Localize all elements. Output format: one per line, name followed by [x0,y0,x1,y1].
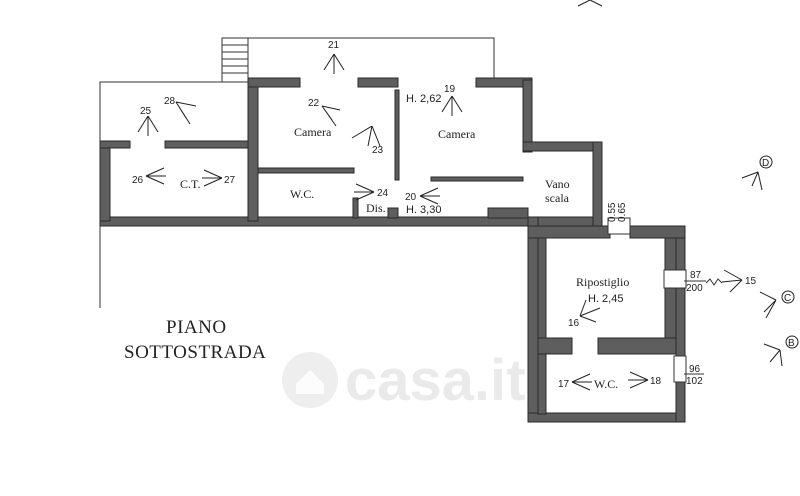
window-dim-wc-bottom: 102 [686,376,703,387]
svg-text:D: D [762,158,769,169]
svg-text:15: 15 [745,276,757,287]
window-dim-stair-b: 0.65 [617,202,628,222]
camera-marker-17: 17 [558,373,592,391]
camera-markers: 21 22 19 23 25 28 26 [132,40,757,391]
room-label-dis: Dis. [366,201,386,215]
camera-marker-24: 24 [354,183,389,201]
svg-text:27: 27 [224,175,236,186]
svg-text:20: 20 [405,192,417,203]
svg-text:16: 16 [568,318,580,329]
terrace-outline [99,37,495,308]
room-label-wc-upper: W.C. [290,187,314,201]
exterior-marker-b: B [763,335,799,367]
window-pointer [705,278,723,286]
svg-text:C: C [784,293,791,304]
window-dim-rip-top: 87 [690,270,702,281]
svg-text:23: 23 [372,145,384,156]
svg-text:B: B [788,338,795,349]
camera-marker-26: 26 [132,167,166,186]
room-label-ct: C.T. [180,177,200,191]
camera-marker-20: 20 [405,187,440,205]
camera-marker-16: 16 [568,299,601,329]
camera-marker-21: 21 [323,40,345,74]
camera-marker-22: 22 [308,98,341,127]
camera-marker-28: 28 [164,96,197,125]
exterior-marker-c: C [759,290,795,319]
exterior-marker-d: D [741,155,773,191]
svg-text:26: 26 [132,175,144,186]
room-label-camera-right: Camera [438,127,476,141]
floor-title-line1: PIANO [166,317,227,338]
walls [99,77,687,423]
watermark-text: casa.it [345,348,526,413]
room-label-camera-left: Camera [294,125,332,139]
camera-marker-23: 23 [351,125,384,156]
window-dim-stair-a: 0.55 [607,202,618,222]
svg-text:17: 17 [558,379,570,390]
svg-text:19: 19 [444,84,456,95]
svg-text:28: 28 [164,96,176,107]
svg-text:18: 18 [650,376,662,387]
camera-marker-25: 25 [137,106,159,136]
svg-text:21: 21 [328,40,340,51]
room-labels: Camera Camera C.T. W.C. Dis. Vano scala … [180,93,706,391]
svg-text:22: 22 [308,98,320,109]
height-ripostiglio: H. 2,45 [588,293,623,305]
floor-title-line2: SOTTOSTRADA [124,342,266,363]
room-label-scala: scala [545,191,570,205]
window-dim-wc-top: 96 [689,364,701,375]
watermark: casa.it [282,348,526,413]
floor-title: PIANO SOTTOSTRADA [124,317,266,363]
camera-marker-18: 18 [628,371,662,389]
svg-text:24: 24 [377,188,389,199]
exterior-markers: D C B [577,0,799,367]
height-dis: H. 3,30 [406,204,441,216]
room-label-ripostiglio: Ripostiglio [576,275,629,289]
camera-marker-19: 19 [441,84,463,116]
exterior-marker-top [577,0,603,7]
svg-text:25: 25 [140,106,152,117]
room-label-wc-lower: W.C. [594,377,618,391]
camera-marker-15: 15 [721,269,757,293]
height-camera: H. 2,62 [406,93,441,105]
window-dim-rip-bottom: 200 [686,283,703,294]
terrace-steps [222,38,249,82]
room-label-vano: Vano [545,177,570,191]
camera-marker-27: 27 [202,169,236,187]
